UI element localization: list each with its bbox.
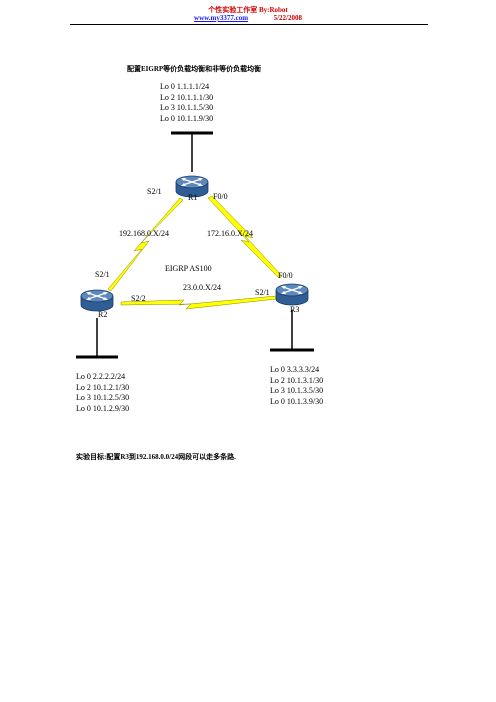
router-r2-label: R2 bbox=[98, 310, 108, 319]
r3-lo-item: Lo 3 10.1.3.5/30 bbox=[270, 386, 324, 395]
r1-f00-label: F0/0 bbox=[213, 192, 228, 201]
lab-goal: 实验目标:配置R3到192.168.0.0/24网段可以走多条路. bbox=[76, 453, 236, 461]
router-r1-icon[interactable] bbox=[175, 175, 209, 198]
header-rule bbox=[70, 24, 428, 25]
r2-lo-item: Lo 0 10.1.2.9/30 bbox=[76, 403, 130, 413]
r2-lo-item: Lo 3 10.1.2.5/30 bbox=[76, 393, 130, 402]
r1-s21-label: S2/1 bbox=[147, 187, 162, 196]
header-url-link[interactable]: www.my3377.com bbox=[194, 14, 249, 22]
router-r1-label: R1 bbox=[188, 193, 198, 202]
r2-s22-label: S2/2 bbox=[131, 294, 146, 303]
r1-lo-item: Lo 3 10.1.1.5/30 bbox=[160, 103, 214, 112]
r3-loopback-segment bbox=[270, 310, 314, 352]
network-r1-r3-label: 172.16.0.X/24 bbox=[207, 229, 253, 238]
link-r1-r3 bbox=[207, 195, 283, 279]
r1-lo-item: Lo 0 10.1.1.9/30 bbox=[160, 113, 214, 123]
network-r1-r2-label: 192.168.0.X/24 bbox=[119, 229, 169, 238]
r1-lo-item: Lo 0 1.1.1.1/24 bbox=[160, 82, 210, 91]
r2-lo-item: Lo 0 2.2.2.2/24 bbox=[76, 372, 126, 381]
r2-s21-label: S2/1 bbox=[95, 270, 110, 279]
r2-lo-item: Lo 2 10.1.2.1/30 bbox=[76, 382, 130, 392]
header-date: 5/22/2008 bbox=[273, 14, 302, 22]
r3-loopback-list: Lo 0 3.3.3.3/24 Lo 2 10.1.3.1/30 Lo 3 10… bbox=[270, 365, 323, 407]
r3-f00-label: F0/0 bbox=[278, 271, 293, 280]
router-r2-icon[interactable] bbox=[80, 289, 114, 312]
link-r1-r2 bbox=[107, 197, 184, 292]
header-studio: 个性实验工作室 By:Robot bbox=[208, 6, 288, 14]
r2-loopback-list: Lo 0 2.2.2.2/24 Lo 2 10.1.2.1/30 Lo 3 10… bbox=[76, 372, 129, 414]
router-r3-label: R3 bbox=[290, 305, 300, 314]
r1-loopback-segment bbox=[171, 131, 213, 172]
diagram-title: 配置EIGRP等价负载均衡和非等价负载均衡 bbox=[127, 65, 262, 73]
r3-s21-label: S2/1 bbox=[255, 288, 270, 297]
r3-lo-item: Lo 0 3.3.3.3/24 bbox=[270, 365, 320, 374]
network-r2-r3-label: 23.0.0.X/24 bbox=[183, 283, 221, 292]
r3-lo-item: Lo 0 10.1.3.9/30 bbox=[270, 396, 324, 406]
router-r3-icon[interactable] bbox=[275, 283, 309, 306]
r2-loopback-segment bbox=[76, 318, 118, 359]
r1-lo-item: Lo 2 10.1.1.1/30 bbox=[160, 92, 214, 102]
r1-loopback-list: Lo 0 1.1.1.1/24 Lo 2 10.1.1.1/30 Lo 3 10… bbox=[160, 82, 213, 124]
eigrp-as-label: EIGRP AS100 bbox=[165, 264, 212, 273]
r3-lo-item: Lo 2 10.1.3.1/30 bbox=[270, 375, 324, 385]
header-url-date: www.my3377.com 5/22/2008 bbox=[0, 14, 496, 22]
